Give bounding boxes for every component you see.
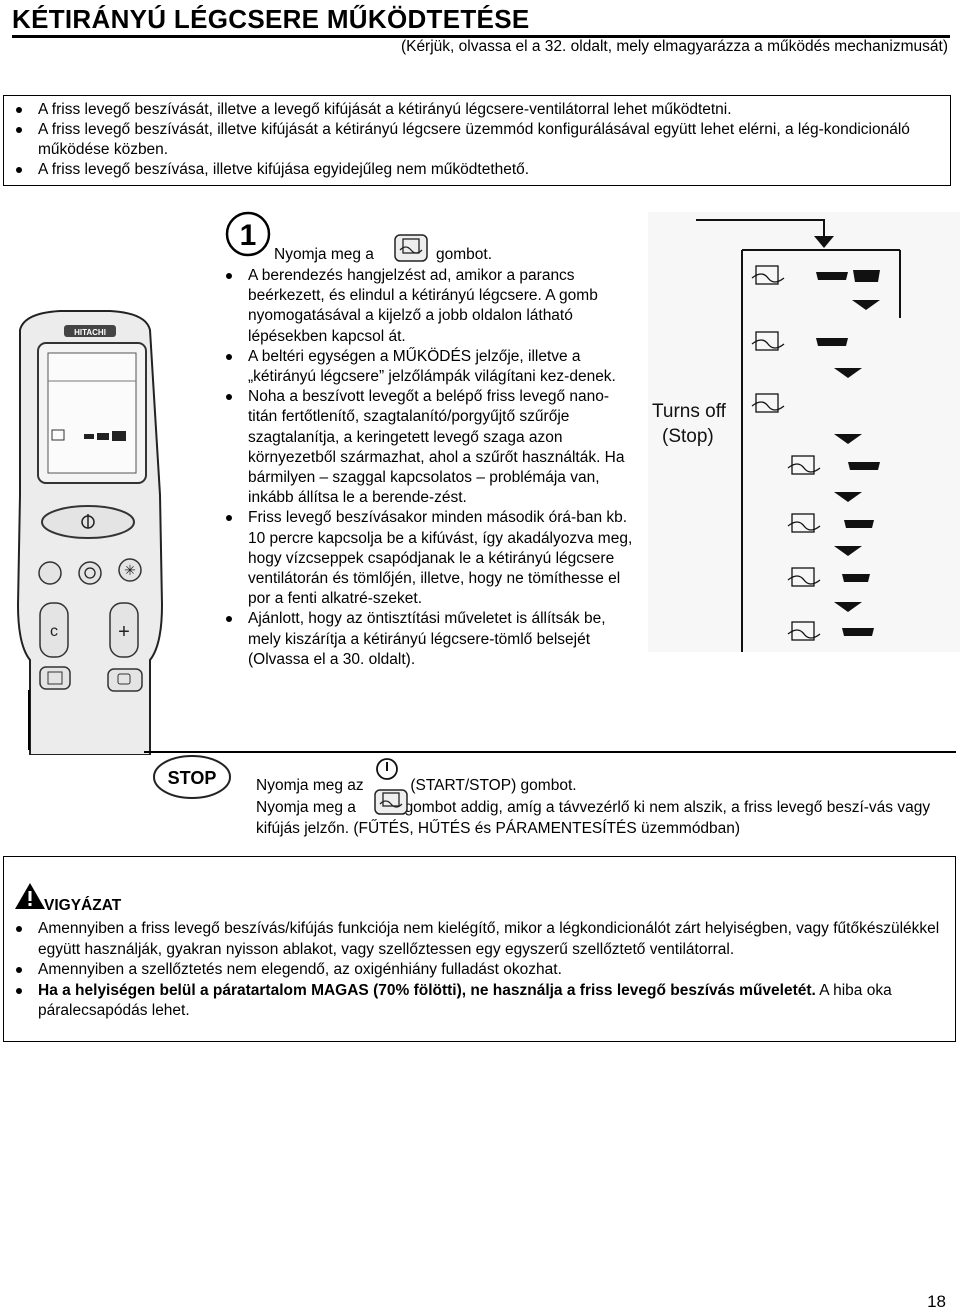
step-number-1: 1 [225, 211, 271, 257]
svg-text:+: + [118, 621, 130, 643]
title-rule [12, 35, 950, 38]
step2-line2-suffix: gombot addig, amíg a távvezérlő ki nem a… [256, 799, 931, 837]
intro-item: A friss levegő beszívása, illetve kifújá… [4, 160, 944, 180]
warning-list: Amennyiben a friss levegő beszívás/kifúj… [4, 919, 944, 1022]
warning-box: VIGYÁZAT Amennyiben a friss levegő beszí… [3, 856, 956, 1042]
intro-item: A friss levegő beszívását, illetve kifúj… [4, 120, 944, 160]
leader-line [28, 690, 30, 750]
step1-list: A berendezés hangjelzést ad, amikor a pa… [214, 266, 634, 670]
svg-text:✳: ✳ [124, 562, 136, 578]
warning-bold-tail: A hiba oka páralecsapódás lehet. [38, 981, 892, 1020]
warning-title: VIGYÁZAT [44, 897, 122, 914]
step2-line2: Nyomja meg a gombot addig, amíg a távvez… [256, 789, 946, 839]
intro-box: A friss levegő beszívását, illetve a lev… [3, 95, 951, 186]
remote-brand-label: HITACHI [74, 328, 106, 337]
turns-off-label: Turns off [652, 401, 727, 422]
step1-item: Friss levegő beszívásakor minden második… [214, 508, 634, 609]
page-subtitle: (Kérjük, olvassa el a 32. oldalt, mely e… [400, 38, 948, 55]
step2-line1-prefix: Nyomja meg az [256, 777, 364, 794]
intro-list: A friss levegő beszívását, illetve a lev… [4, 100, 944, 180]
fresh-air-button-icon [394, 234, 428, 262]
step1-item: Ajánlott, hogy az öntisztítási műveletet… [214, 609, 634, 670]
page-title: KÉTIRÁNYÚ LÉGCSERE MŰKÖDTETÉSE [12, 4, 530, 34]
display-sequence-diagram: Turns off (Stop) [648, 212, 960, 652]
warning-item: Amennyiben a friss levegő beszívás/kifúj… [4, 919, 944, 960]
stop-badge-label: STOP [168, 768, 217, 788]
step1-press-prefix: Nyomja meg a [274, 246, 374, 263]
svg-text:c: c [50, 623, 58, 640]
fresh-air-button-icon [374, 789, 408, 815]
intro-item: A friss levegő beszívását, illetve a lev… [4, 100, 944, 120]
fan-level-indicator [816, 272, 848, 280]
warning-bold-text: Ha a helyiségen belül a páratartalom MAG… [38, 981, 816, 999]
step1-item: A berendezés hangjelzést ad, amikor a pa… [214, 266, 634, 347]
step1-item: Noha a beszívott levegőt a belépő friss … [214, 387, 634, 508]
stop-step-badge: STOP [153, 755, 231, 799]
page-number: 18 [927, 1292, 946, 1310]
warning-item-bold: Ha a helyiségen belül a páratartalom MAG… [4, 981, 944, 1022]
step-number-label: 1 [240, 219, 257, 252]
power-button-icon [376, 758, 398, 780]
step2-line1-suffix: (START/STOP) gombot. [410, 777, 577, 794]
step2-line2-prefix: Nyomja meg a [256, 799, 356, 816]
warning-icon [15, 883, 45, 909]
warning-item: Amennyiben a szellőztetés nem elegendő, … [4, 960, 944, 981]
remote-control-illustration: HITACHI ✳ c + [16, 310, 164, 755]
step1-press-suffix: gombot. [436, 246, 493, 263]
section-separator [144, 751, 956, 753]
step1-item: A beltéri egységen a MŰKÖDÉS jelzője, il… [214, 347, 634, 387]
step2-line1: Nyomja meg az (START/STOP) gombot. [256, 758, 577, 795]
stop-label: (Stop) [662, 426, 714, 447]
